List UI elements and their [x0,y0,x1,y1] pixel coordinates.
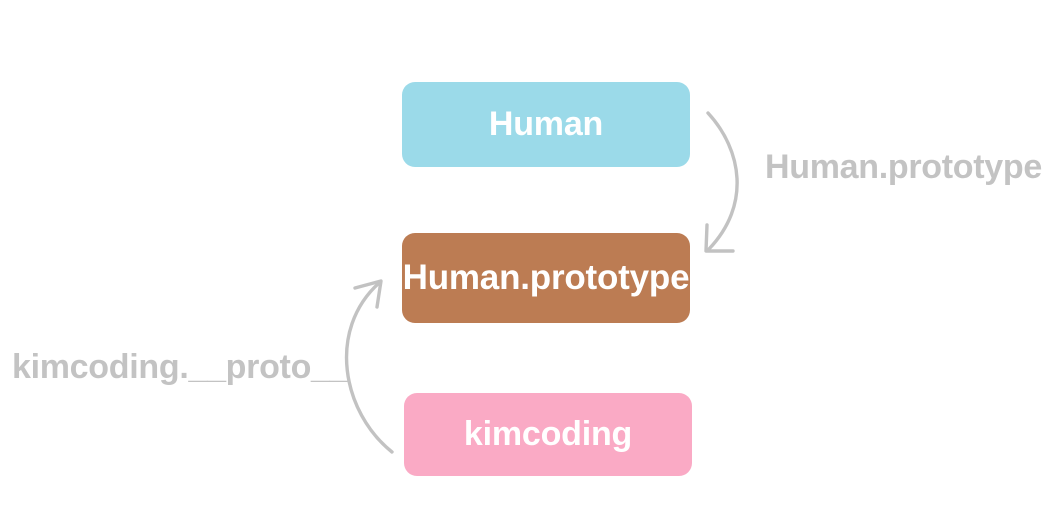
node-human-prototype-label: Human.prototype [402,258,690,297]
node-kimcoding[interactable]: kimcoding [404,393,692,476]
node-human[interactable]: Human [402,82,690,167]
node-human-label: Human [488,105,604,143]
edge-label-kimcoding-proto: kimcoding.__proto__ [12,348,349,386]
edge-kimcoding-to-prototype-arrowhead [353,279,383,309]
edge-human-to-prototype-curve [706,111,739,251]
node-kimcoding-label: kimcoding [463,415,633,453]
edge-human-to-prototype-arrow [704,111,739,253]
edge-label-human-prototype: Human.prototype [765,148,1042,186]
edge-human-to-prototype-arrowhead [704,223,735,253]
edge-kimcoding-to-prototype-arrow [345,279,394,454]
edge-kimcoding-to-prototype-curve [345,281,394,454]
node-human-prototype[interactable]: Human.prototype [402,233,690,323]
